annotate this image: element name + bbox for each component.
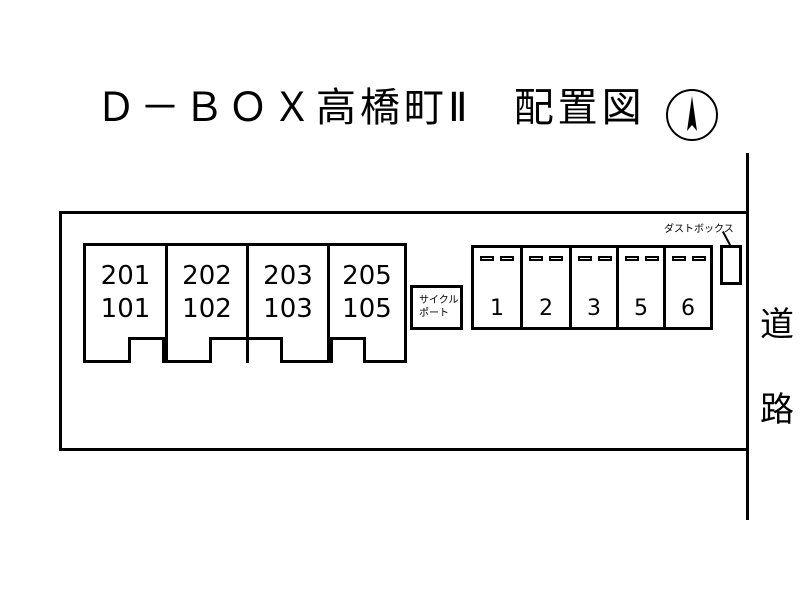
bay-marker (480, 256, 494, 261)
bay-marker (672, 256, 686, 261)
unit-number-upper: 205 (342, 261, 392, 291)
bay-marker (598, 256, 612, 261)
road-label-2: 路 (760, 390, 794, 430)
north-arrow-icon (666, 89, 718, 141)
parking-number: 5 (634, 296, 648, 321)
entrance-box (209, 337, 249, 363)
bay-marker (500, 256, 514, 261)
page-title: Ｄ－ＢＯＸ高橋町Ⅱ 配置図 (96, 88, 646, 128)
bay-marker (549, 256, 563, 261)
unit-number-lower: 101 (100, 294, 151, 324)
road-edge-line (746, 153, 749, 520)
parking-bay: 2 (520, 245, 572, 330)
site-boundary (59, 211, 749, 451)
unit-203-103: 203 103 (246, 243, 330, 363)
dust-box (720, 245, 742, 285)
parking-number: 3 (587, 296, 601, 321)
cycle-port-label-1: サイクル (419, 295, 459, 306)
unit-number-lower: 103 (263, 294, 313, 324)
bay-marker (529, 256, 543, 261)
parking-bay: 5 (616, 245, 666, 330)
bay-marker (625, 256, 639, 261)
unit-number-upper: 203 (263, 261, 313, 291)
road-label-1: 道 (760, 305, 794, 345)
unit-number-lower: 105 (342, 294, 392, 324)
cycle-port-label-2: ポート (419, 308, 449, 319)
unit-202-102: 202 102 (165, 243, 249, 363)
bay-marker (578, 256, 592, 261)
unit-number-upper: 202 (182, 261, 232, 291)
property-name: Ｄ－ＢＯＸ高橋町Ⅱ (96, 85, 472, 131)
entrance-box (128, 337, 165, 363)
diagram-title: 配置図 (513, 85, 646, 131)
parking-number: 2 (539, 296, 553, 321)
entrance-box (246, 337, 283, 363)
unit-number-lower: 102 (182, 294, 232, 324)
bay-marker (692, 256, 706, 261)
parking-number: 1 (490, 296, 504, 321)
entrance-box (330, 337, 366, 363)
parking-bay: 3 (569, 245, 619, 330)
cycle-port: サイクル ポート (410, 285, 463, 330)
parking-bay: 1 (471, 245, 523, 330)
dust-box-label: ダストボックス (664, 224, 734, 235)
bay-marker (645, 256, 659, 261)
unit-205-105: 205 105 (327, 243, 407, 363)
parking-number: 6 (681, 296, 695, 321)
parking-bay: 6 (663, 245, 713, 330)
unit-201-101: 201 101 (83, 243, 168, 363)
unit-number-upper: 201 (100, 261, 151, 291)
